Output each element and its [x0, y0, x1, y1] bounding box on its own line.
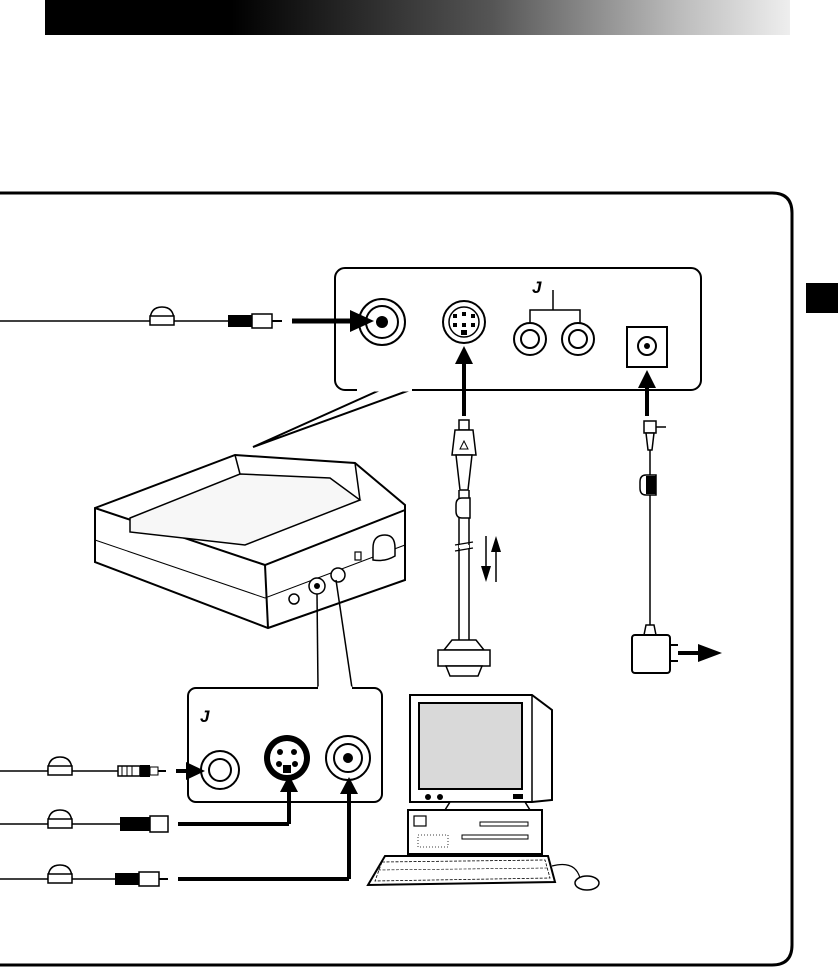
ac-adapter-cable	[632, 370, 722, 673]
desktop-computer	[368, 695, 599, 890]
top-panel-mark: J	[532, 279, 541, 296]
capture-device	[95, 455, 405, 688]
bottom-panel-mark: J	[200, 708, 209, 725]
rear-panel-callout	[253, 268, 701, 447]
mouse	[575, 876, 599, 890]
din-port	[443, 301, 485, 343]
dc-in-jack	[627, 327, 667, 367]
rca-front-jack	[326, 736, 370, 780]
audio-cable-bottom	[0, 757, 205, 780]
video-cable-top	[0, 307, 374, 332]
pc-serial-cable	[438, 346, 490, 676]
s-video-port	[264, 735, 310, 781]
bidirectional-arrows	[481, 536, 501, 582]
ac-adapter	[632, 635, 670, 673]
